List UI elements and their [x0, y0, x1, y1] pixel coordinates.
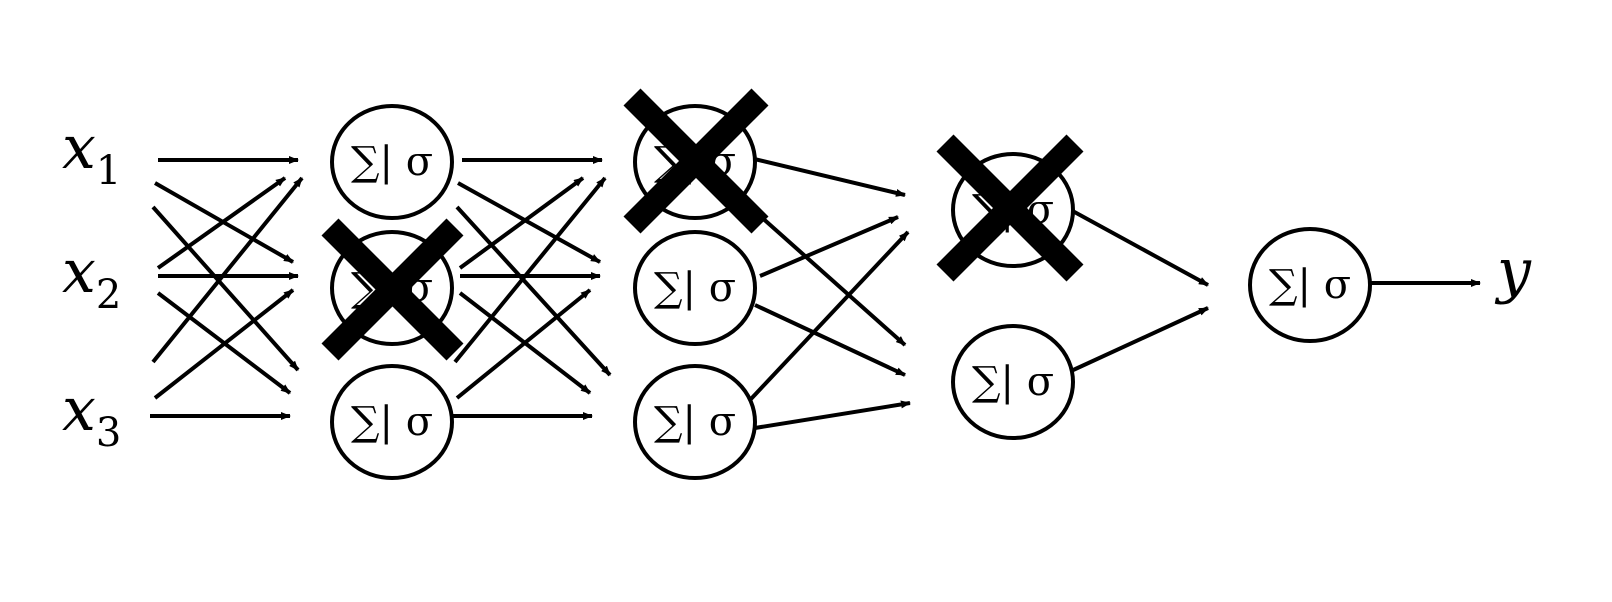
edge: [151, 205, 300, 372]
edge: [759, 215, 899, 278]
layer-3: ∑| σ ∑| σ: [936, 134, 1084, 440]
neuron-label: ∑| σ: [972, 359, 1054, 405]
input-label-x2: x2: [62, 237, 121, 318]
neuron: ∑| σ: [951, 324, 1075, 440]
edge: [754, 400, 911, 430]
neuron: ∑| σ: [330, 104, 454, 220]
edge: [748, 205, 907, 347]
edges-layer1-to-layer2: [452, 156, 612, 420]
edge: [1057, 306, 1209, 379]
edges-layer3-to-layer4: [1057, 201, 1209, 379]
neuron-label: ∑| σ: [654, 399, 736, 445]
neuron: ∑| σ: [633, 364, 757, 480]
neuron-label: ∑| σ: [654, 265, 736, 311]
neuron-dropped: ∑| σ: [936, 134, 1084, 282]
neuron-label: ∑| σ: [1269, 262, 1351, 308]
edge: [457, 181, 601, 264]
output-label-y: y: [1494, 236, 1532, 306]
edge: [151, 176, 304, 364]
neuron: ∑| σ: [1248, 227, 1372, 343]
neuron: ∑| σ: [633, 230, 757, 346]
edge: [455, 205, 612, 377]
layer-2: ∑| σ ∑| σ ∑| σ: [623, 88, 769, 480]
input-label-x3: x3: [62, 375, 121, 456]
layer-4: ∑| σ: [1248, 227, 1372, 343]
dropout-cross-icon: [623, 88, 769, 234]
input-labels: x1 x2 x3: [62, 113, 121, 456]
edges-input-to-layer1: [150, 156, 304, 420]
dropout-cross-icon: [321, 218, 464, 361]
input-label-x1: x1: [62, 113, 121, 194]
neuron-dropped: ∑| σ: [321, 218, 464, 361]
edge: [153, 288, 295, 400]
dropout-cross-icon: [936, 134, 1084, 282]
edge: [754, 303, 906, 377]
neuron: ∑| σ: [330, 364, 454, 480]
neuron-label: ∑| σ: [351, 139, 433, 185]
layer-1: ∑| σ ∑| σ ∑| σ: [321, 104, 464, 480]
edge: [156, 176, 287, 270]
edge: [458, 176, 585, 270]
edge: [453, 176, 607, 364]
neuron-label: ∑| σ: [351, 399, 433, 445]
neuron-dropped: ∑| σ: [623, 88, 769, 234]
edge: [748, 230, 910, 402]
edge: [1057, 201, 1209, 287]
edge: [749, 156, 906, 197]
edges-layer2-to-layer3: [748, 156, 911, 430]
edge: [455, 288, 592, 400]
